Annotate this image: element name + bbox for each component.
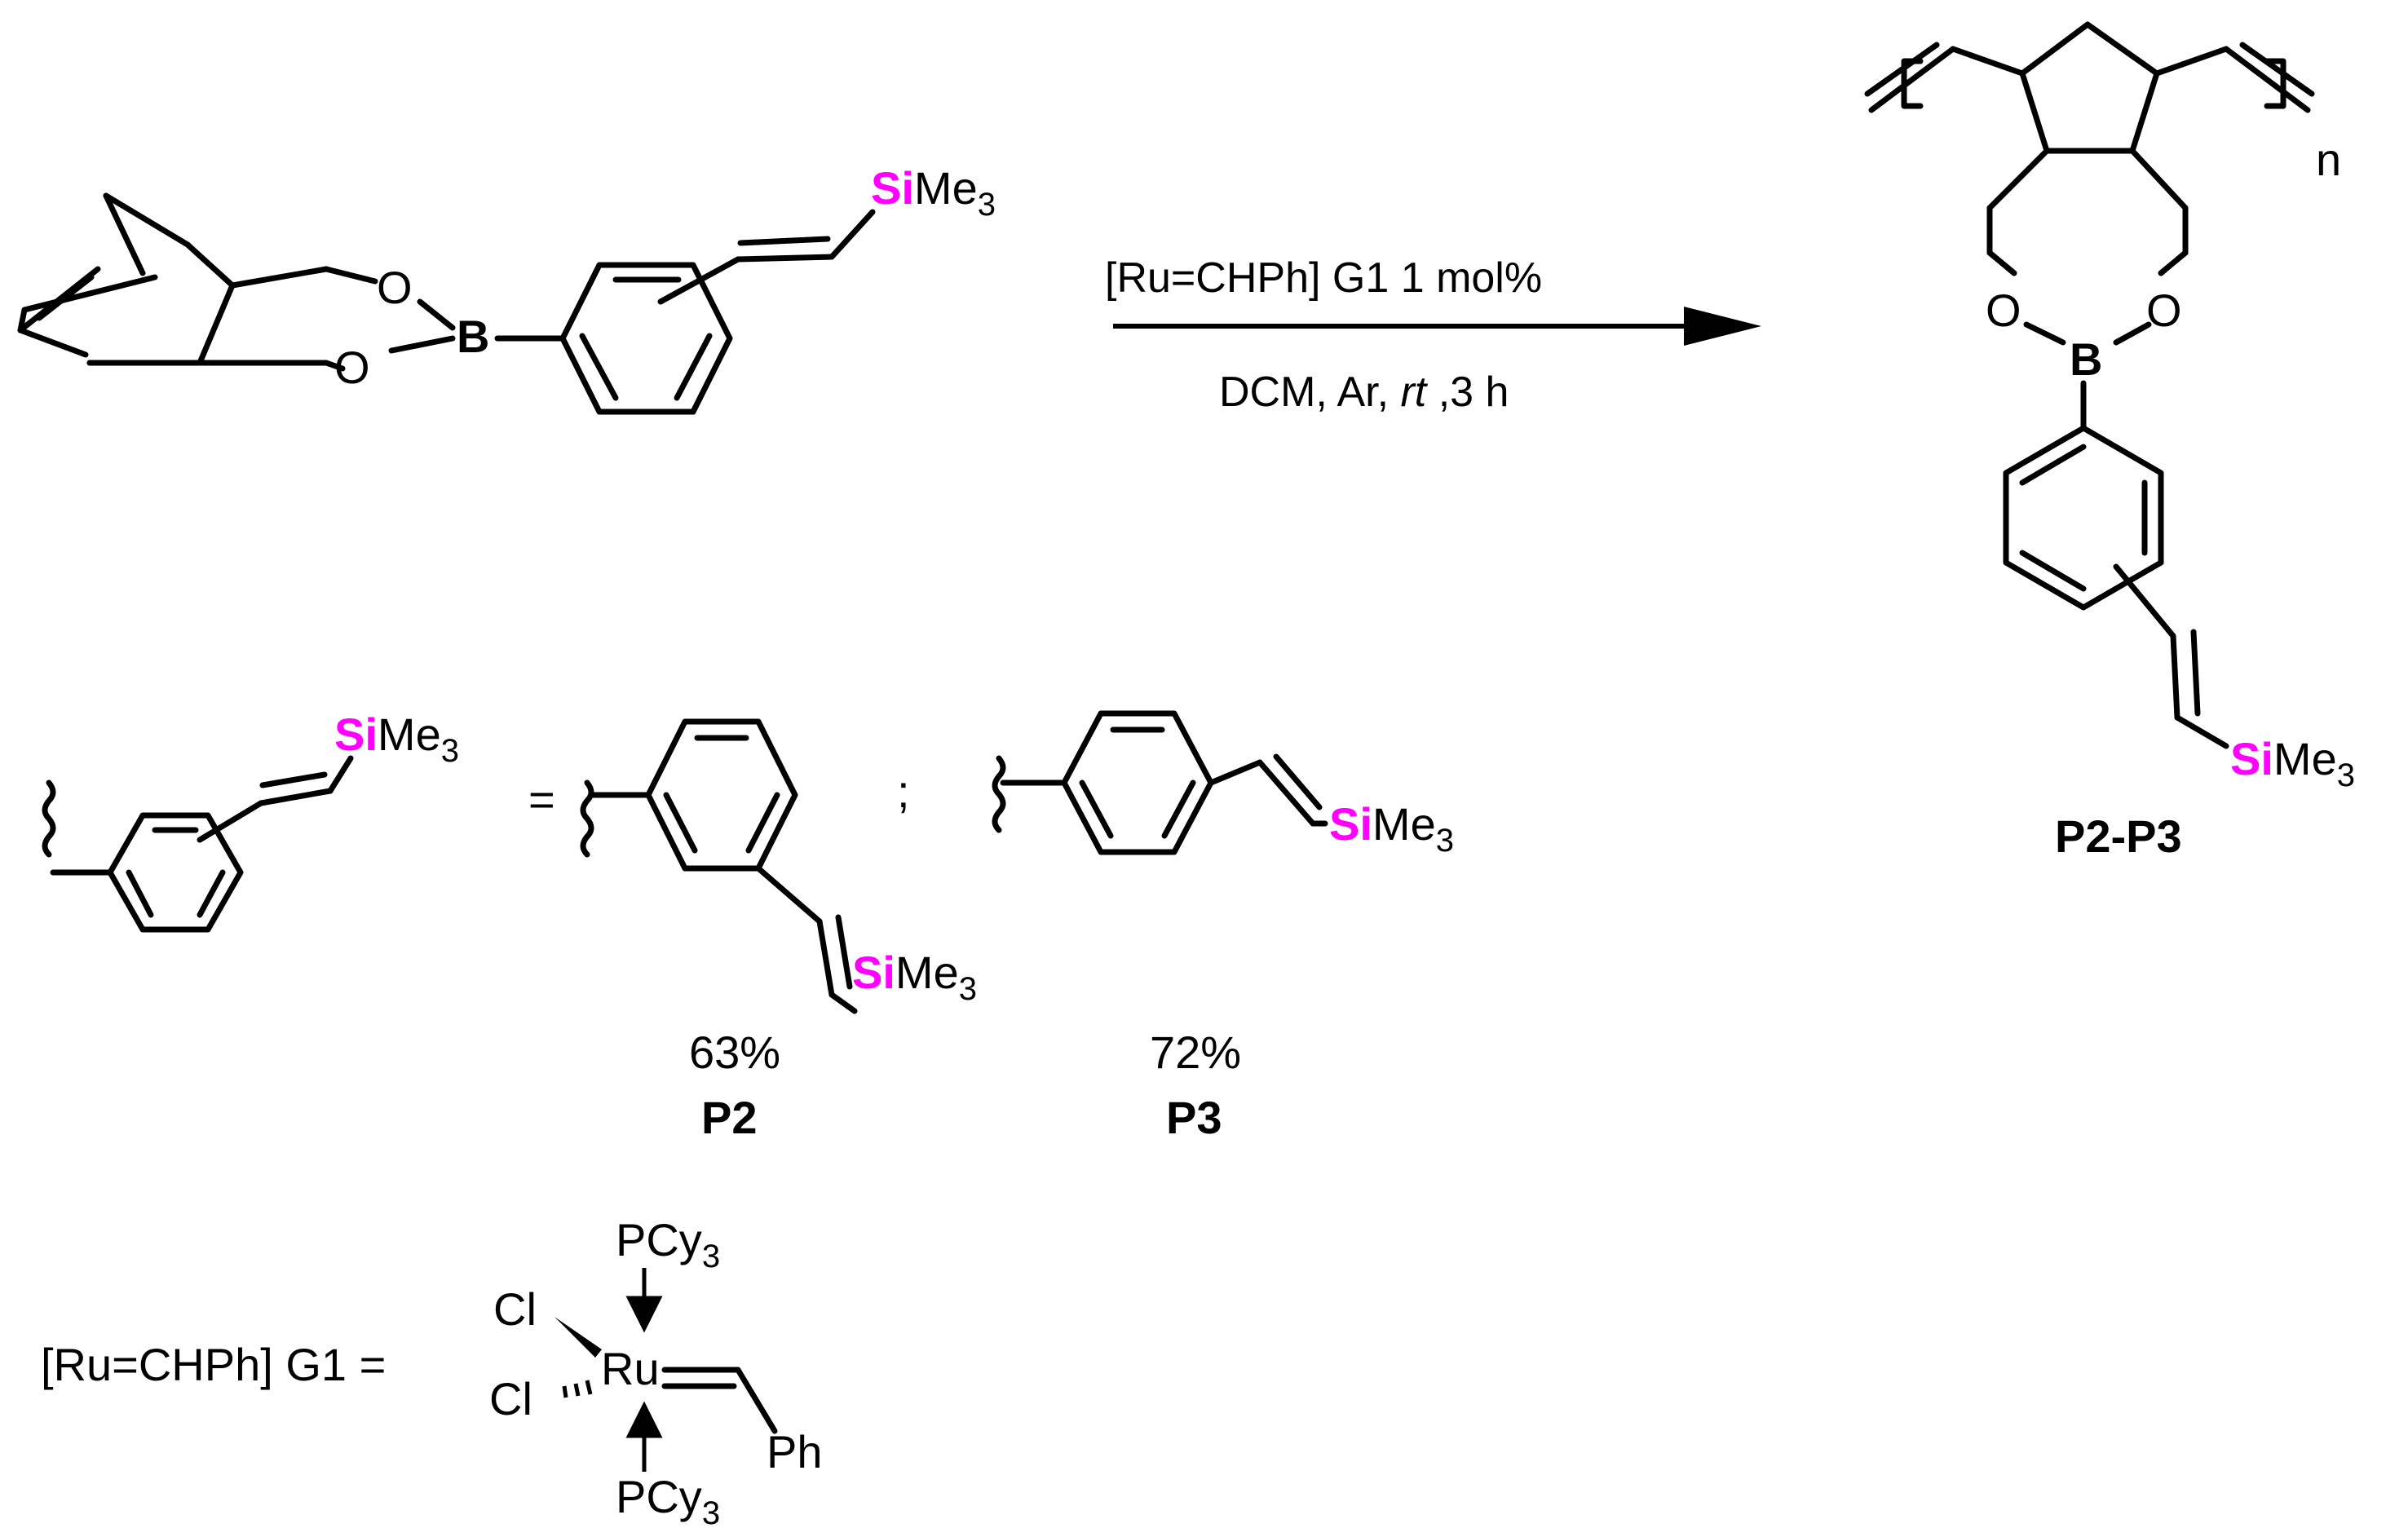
label-p3: P3 xyxy=(1166,1092,1222,1143)
yield-p3: 72% xyxy=(1150,1027,1241,1078)
product-range-label: P2-P3 xyxy=(2055,810,2182,862)
polymer-structure: O O B SiMe3 n P2-P3 xyxy=(1864,21,2355,862)
catalyst-structure: [Ru=CHPh] G1 = PCy3 Cl Cl Ru Ph PCy3 xyxy=(41,1214,823,1528)
catalyst-definition: [Ru=CHPh] G1 = xyxy=(41,1339,386,1390)
meta-substituent: SiMe3 xyxy=(580,718,977,1014)
oxygen-atom: O xyxy=(334,342,370,393)
silicon-atom-group: SiMe3 xyxy=(852,947,977,1007)
phosphine-top: PCy3 xyxy=(616,1214,720,1274)
separator-semicolon: ; xyxy=(897,766,910,817)
vinyl-trimethylsilyl: SiMe3 xyxy=(735,162,996,263)
polymer-phenyl-ring xyxy=(2003,425,2164,611)
silicon-atom-group: SiMe3 xyxy=(871,162,996,223)
catalyst-condition: [Ru=CHPh] G1 1 mol% xyxy=(1105,254,1542,302)
ruthenium-center: Ru xyxy=(601,1343,660,1394)
chloride-wedge: Cl xyxy=(493,1283,537,1335)
dioxaborinane-ring: O O B xyxy=(197,262,489,393)
reaction-arrow-group: [Ru=CHPh] G1 1 mol% DCM, Ar, rt ,3 h xyxy=(1105,254,1761,416)
phenyl-group: Ph xyxy=(767,1426,823,1477)
norbornene-ring xyxy=(17,192,236,366)
generic-substituent: SiMe3 xyxy=(42,709,459,933)
solvent-condition: DCM, Ar, rt ,3 h xyxy=(1219,369,1509,416)
substituent-legend: SiMe3 = SiMe3 ; xyxy=(42,709,1454,1143)
silicon-atom-group: SiMe3 xyxy=(334,709,459,769)
label-p2: P2 xyxy=(701,1092,758,1143)
equals-sign: = xyxy=(528,774,555,825)
monomer-structure: O O B SiMe3 xyxy=(17,162,996,415)
silicon-atom-group: SiMe3 xyxy=(1329,798,1454,859)
boron-atom: B xyxy=(457,311,489,362)
chloride-hash: Cl xyxy=(489,1373,532,1424)
silicon-atom-group: SiMe3 xyxy=(2230,733,2355,793)
phenyl-ring xyxy=(494,256,741,415)
yield-p2: 63% xyxy=(689,1027,780,1078)
oxygen-atom: O xyxy=(377,262,413,313)
repeat-unit-n: n xyxy=(2316,134,2341,185)
phosphine-bottom: PCy3 xyxy=(616,1471,720,1528)
wedge-bond xyxy=(555,1317,602,1358)
oxygen-atom: O xyxy=(2146,285,2182,336)
para-substituent: SiMe3 xyxy=(992,710,1454,859)
right-bracket xyxy=(2264,58,2286,109)
arrow-head xyxy=(1684,307,1761,346)
hashed-bond xyxy=(562,1380,593,1398)
boron-atom: B xyxy=(2070,333,2102,385)
oxygen-atom: O xyxy=(1986,285,2021,336)
cyclopentane-ring xyxy=(2019,21,2160,154)
